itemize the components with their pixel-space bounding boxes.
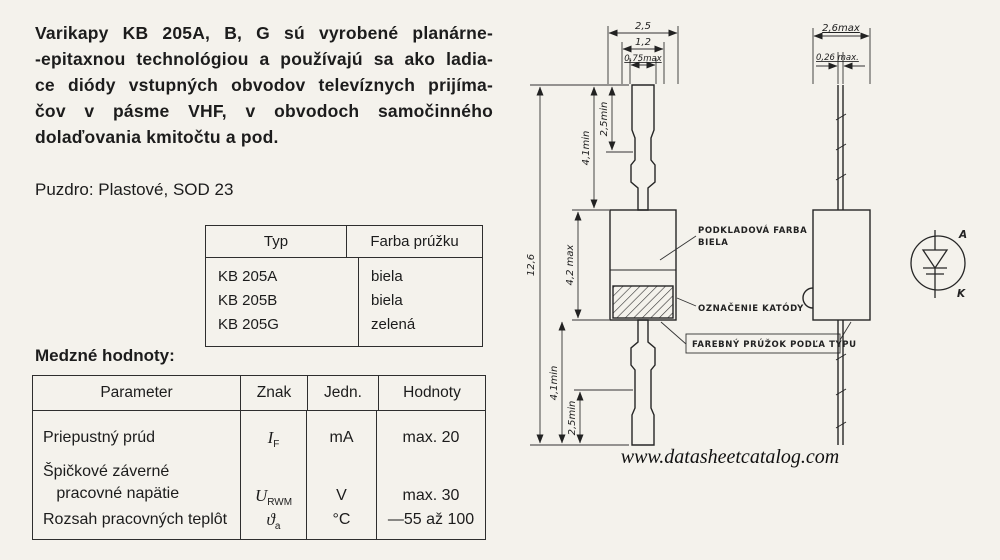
cathode-bump [802, 287, 814, 309]
intro-line: dolaďovania kmitočtu a pod. [35, 127, 279, 147]
limits-col-hodnoty: max. 20 max. 30 —55 až 100 [376, 411, 485, 539]
limits-col-jedn: mA V °C [306, 411, 376, 539]
farba-cell: biela [371, 292, 403, 309]
label-cathode-marking: OZNAČENIE KATÓDY [698, 302, 804, 314]
label-base-color2: BIELA [698, 238, 728, 248]
front-view-drawing [609, 84, 677, 446]
cathode-label: K [957, 288, 966, 300]
symbol-cell: URWM [241, 461, 306, 509]
limits-col-parameter: Priepustný prúd Špičkové záverné pracovn… [33, 411, 240, 539]
symbol-main: U [254, 486, 268, 505]
type-table-col-typ: KB 205A KB 205B KB 205G [206, 258, 359, 346]
anode-label: A [958, 229, 967, 241]
limits-table: Parameter Znak Jedn. Hodnoty Priepustný … [32, 375, 486, 540]
symbol-sub: a [274, 521, 281, 533]
type-cell: KB 205A [218, 268, 278, 285]
limits-col-znak: IF URWM ϑa [240, 411, 306, 539]
value-cell: —55 až 100 [387, 511, 475, 528]
limits-table-body: Priepustný prúd Špičkové záverné pracovn… [33, 411, 485, 539]
limits-header-jedn: Jedn. [307, 376, 378, 410]
dim-width-label: 2,5 [635, 21, 651, 32]
dim-lead-top-label: 4,1min [581, 131, 592, 166]
param-cell: Priepustný prúd [43, 429, 156, 446]
unit-cell: °C [332, 511, 351, 528]
symbol-cell: IF [241, 427, 306, 461]
dim-body-label: 4,2 max [565, 244, 576, 285]
param-cell: Rozsah pracovných teplôt [43, 511, 228, 528]
dim-total-label: 12,6 [526, 254, 537, 276]
limits-header-znak: Znak [240, 376, 307, 410]
intro-paragraph: Varikapy KB 205A, B, G sú vyrobené planá… [35, 20, 493, 150]
type-table-col-farba: biela biela zelená [359, 258, 482, 346]
type-cell: KB 205B [218, 292, 278, 309]
limits-header-parameter: Parameter [100, 384, 173, 401]
dim-width2-label: 1,2 [635, 37, 651, 48]
type-table-header-typ: Typ [206, 226, 347, 257]
type-table-header-farba: Farba prúžku [370, 233, 459, 250]
symbol-sub: RWM [267, 497, 293, 509]
symbol-cell: ϑa [241, 509, 306, 537]
value-cell: max. 30 [402, 487, 460, 504]
dim-width3-label: 0,75max [624, 54, 662, 64]
unit-cell: V [336, 487, 347, 504]
type-cell: KB 205G [218, 316, 279, 333]
symbol-main: ϑ [266, 510, 275, 529]
intro-line: čov v pásme VHF, v obvodoch samočinného [35, 101, 493, 121]
intro-line: -epitaxnou technológiou a používajú sa a… [35, 49, 493, 69]
diode-symbol [910, 230, 966, 298]
front-view-dimensions [530, 26, 679, 446]
footer-url: www.datasheetcatalog.com [620, 446, 840, 468]
farba-cell: zelená [371, 316, 416, 333]
unit-cell: mA [329, 429, 354, 446]
side-dim-width-label: 2,6max [822, 23, 860, 34]
type-table: Typ Farba prúžku KB 205A KB 205B KB 205G… [205, 225, 483, 347]
intro-line: Varikapy KB 205A, B, G sú vyrobené planá… [35, 23, 493, 43]
cathode-stripe-band [612, 285, 674, 319]
label-color-stripe: FAREBNÝ PRÚŽOK PODĽA TYPU [692, 338, 857, 350]
symbol-sub: F [273, 439, 280, 451]
farba-cell: biela [371, 268, 403, 285]
intro-line: ce diódy vstupných obvodov televíznych p… [35, 75, 493, 95]
value-cell: max. 20 [402, 429, 460, 446]
limits-header-hodnoty: Hodnoty [378, 376, 485, 410]
label-base-color: PODKLADOVÁ FARBA [698, 224, 807, 236]
symbol-main: I [267, 428, 274, 447]
side-view-drawing [802, 85, 871, 445]
type-table-body: KB 205A KB 205B KB 205G biela biela zele… [206, 258, 482, 346]
dim-lead-bot-label: 4,1min [549, 366, 560, 401]
side-view-dimensions [812, 28, 871, 84]
callout-leaders [659, 235, 852, 354]
dim-lead-top2-label: 2,5min [599, 102, 610, 137]
side-dim-lead-label: 0,26 max. [816, 53, 859, 63]
package-line: Puzdro: Plastové, SOD 23 [35, 180, 234, 199]
limits-table-header: Parameter Znak Jedn. Hodnoty [33, 376, 485, 411]
limits-title: Medzné hodnoty: [35, 346, 175, 365]
technical-drawing: 2,5 1,2 0,75max 12,6 4,1min 2,5min 4,2 m… [526, 21, 967, 446]
type-table-header: Typ Farba prúžku [206, 226, 482, 258]
dim-lead-bot2-label: 2,5min [567, 401, 578, 436]
param-cell: Špičkové záverné pracovné napätie [43, 463, 180, 502]
